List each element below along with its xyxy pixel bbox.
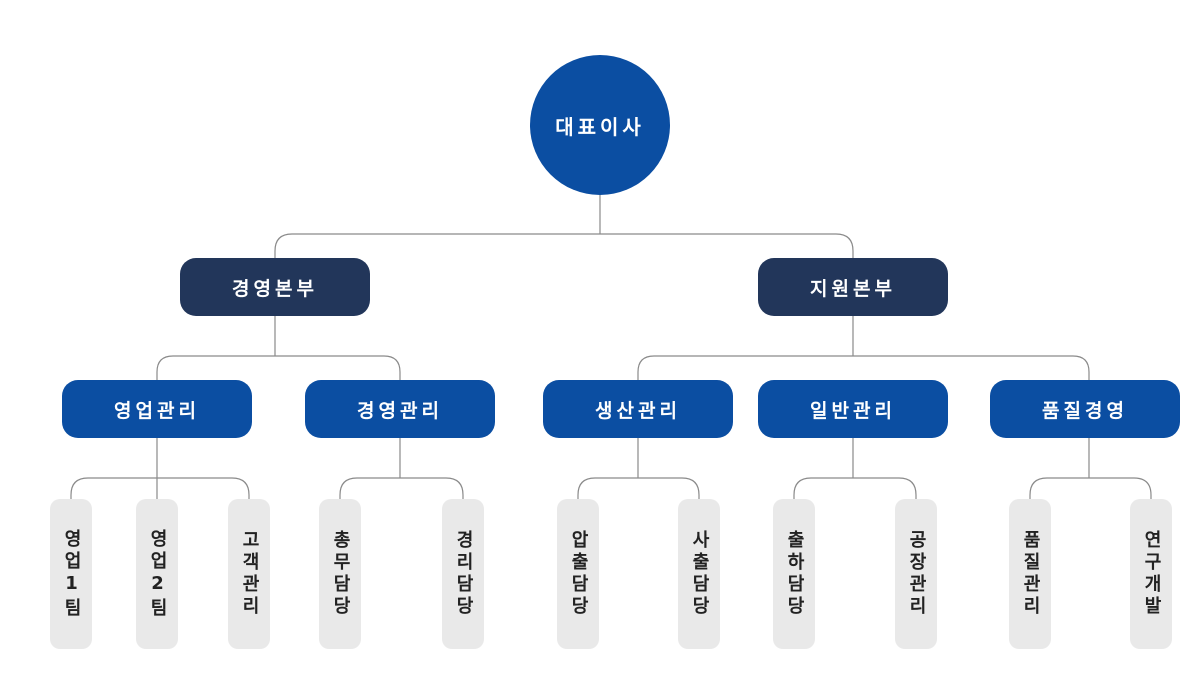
team-node: 연구개발 — [1130, 499, 1172, 649]
team-node: 영업2팀 — [136, 499, 178, 649]
team-label: 출하담당 — [784, 530, 805, 618]
connector-ceo-hq — [274, 195, 854, 258]
connector-dept1-teams — [70, 438, 250, 499]
dept-label: 품질경영 — [1042, 399, 1128, 422]
dept-label: 경영관리 — [357, 399, 443, 422]
team-node: 압출담당 — [557, 499, 599, 649]
team-label: 사출담당 — [689, 530, 710, 618]
team-label: 공장관리 — [906, 530, 927, 618]
ceo-node: 대표이사 — [530, 55, 670, 195]
connector-dept3-teams — [577, 438, 700, 499]
team-node: 공장관리 — [895, 499, 937, 649]
dept-label: 생산관리 — [595, 399, 681, 422]
dept-general-node: 일반관리 — [758, 380, 948, 438]
team-label: 영업2팀 — [147, 528, 168, 620]
team-label: 압출담당 — [568, 530, 589, 618]
hq-support-node: 지원본부 — [758, 258, 948, 316]
team-node: 사출담당 — [678, 499, 720, 649]
connector-hq2-depts — [637, 316, 1090, 380]
dept-label: 일반관리 — [810, 399, 896, 422]
team-node: 품질관리 — [1009, 499, 1051, 649]
connector-dept5-teams — [1029, 438, 1152, 499]
team-label: 경리담당 — [453, 530, 474, 618]
hq-label: 지원본부 — [810, 277, 896, 300]
dept-label: 영업관리 — [114, 399, 200, 422]
team-node: 출하담당 — [773, 499, 815, 649]
connector-dept2-teams — [339, 438, 464, 499]
dept-sales-node: 영업관리 — [62, 380, 252, 438]
hq-management-node: 경영본부 — [180, 258, 370, 316]
team-label: 총무담당 — [330, 530, 351, 618]
team-node: 총무담당 — [319, 499, 361, 649]
dept-quality-node: 품질경영 — [990, 380, 1180, 438]
ceo-label: 대표이사 — [555, 114, 645, 139]
team-label: 영업1팀 — [61, 528, 82, 620]
team-node: 영업1팀 — [50, 499, 92, 649]
team-node: 고객관리 — [228, 499, 270, 649]
connector-dept4-teams — [793, 438, 917, 499]
hq-label: 경영본부 — [232, 277, 318, 300]
team-node: 경리담당 — [442, 499, 484, 649]
dept-production-node: 생산관리 — [543, 380, 733, 438]
dept-admin-node: 경영관리 — [305, 380, 495, 438]
team-label: 품질관리 — [1020, 530, 1041, 618]
team-label: 고객관리 — [239, 530, 260, 618]
team-label: 연구개발 — [1141, 530, 1162, 618]
connector-hq1-depts — [156, 316, 401, 380]
